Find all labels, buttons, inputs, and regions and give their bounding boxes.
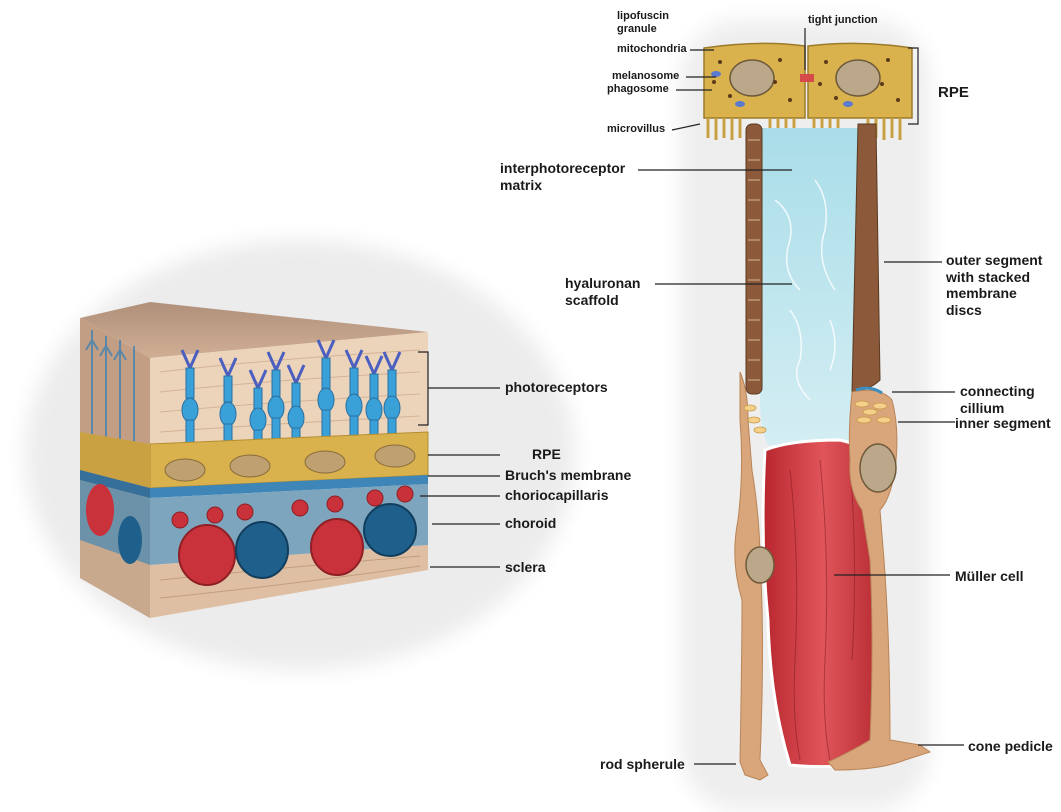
label-choriocapillaris: choriocapillaris <box>505 487 608 504</box>
label-tight-junction: tight junction <box>808 14 878 27</box>
label-rpe-right: RPE <box>938 84 969 102</box>
label-outer-segment: outer segment with stacked membrane disc… <box>946 252 1042 318</box>
label-mitochondria: mitochondria <box>617 43 687 56</box>
label-lipofuscin-granule: lipofuscin granule <box>617 10 669 36</box>
label-interphotoreceptor-matrix: interphotoreceptor matrix <box>500 160 625 193</box>
label-rod-spherule: rod spherule <box>600 756 685 773</box>
label-melanosome: melanosome <box>612 70 679 83</box>
label-sclera: sclera <box>505 559 545 576</box>
label-connecting-cillium: connecting cillium <box>960 383 1035 416</box>
label-muller-cell: Müller cell <box>955 568 1023 585</box>
label-rpe-left: RPE <box>532 446 561 463</box>
label-cone-pedicle: cone pedicle <box>968 738 1053 755</box>
label-microvillus: microvillus <box>607 123 665 136</box>
label-hyaluronan-scaffold: hyaluronan scaffold <box>565 275 640 308</box>
label-choroid: choroid <box>505 515 556 532</box>
interphotoreceptor-matrix <box>760 128 858 445</box>
label-inner-segment: inner segment <box>955 415 1051 432</box>
label-bruchs-membrane: Bruch's membrane <box>505 467 631 484</box>
rod-outer-segment <box>746 124 762 394</box>
label-photoreceptors: photoreceptors <box>505 379 608 396</box>
retina-cross-section-block <box>80 302 428 618</box>
label-phagosome: phagosome <box>607 83 669 96</box>
